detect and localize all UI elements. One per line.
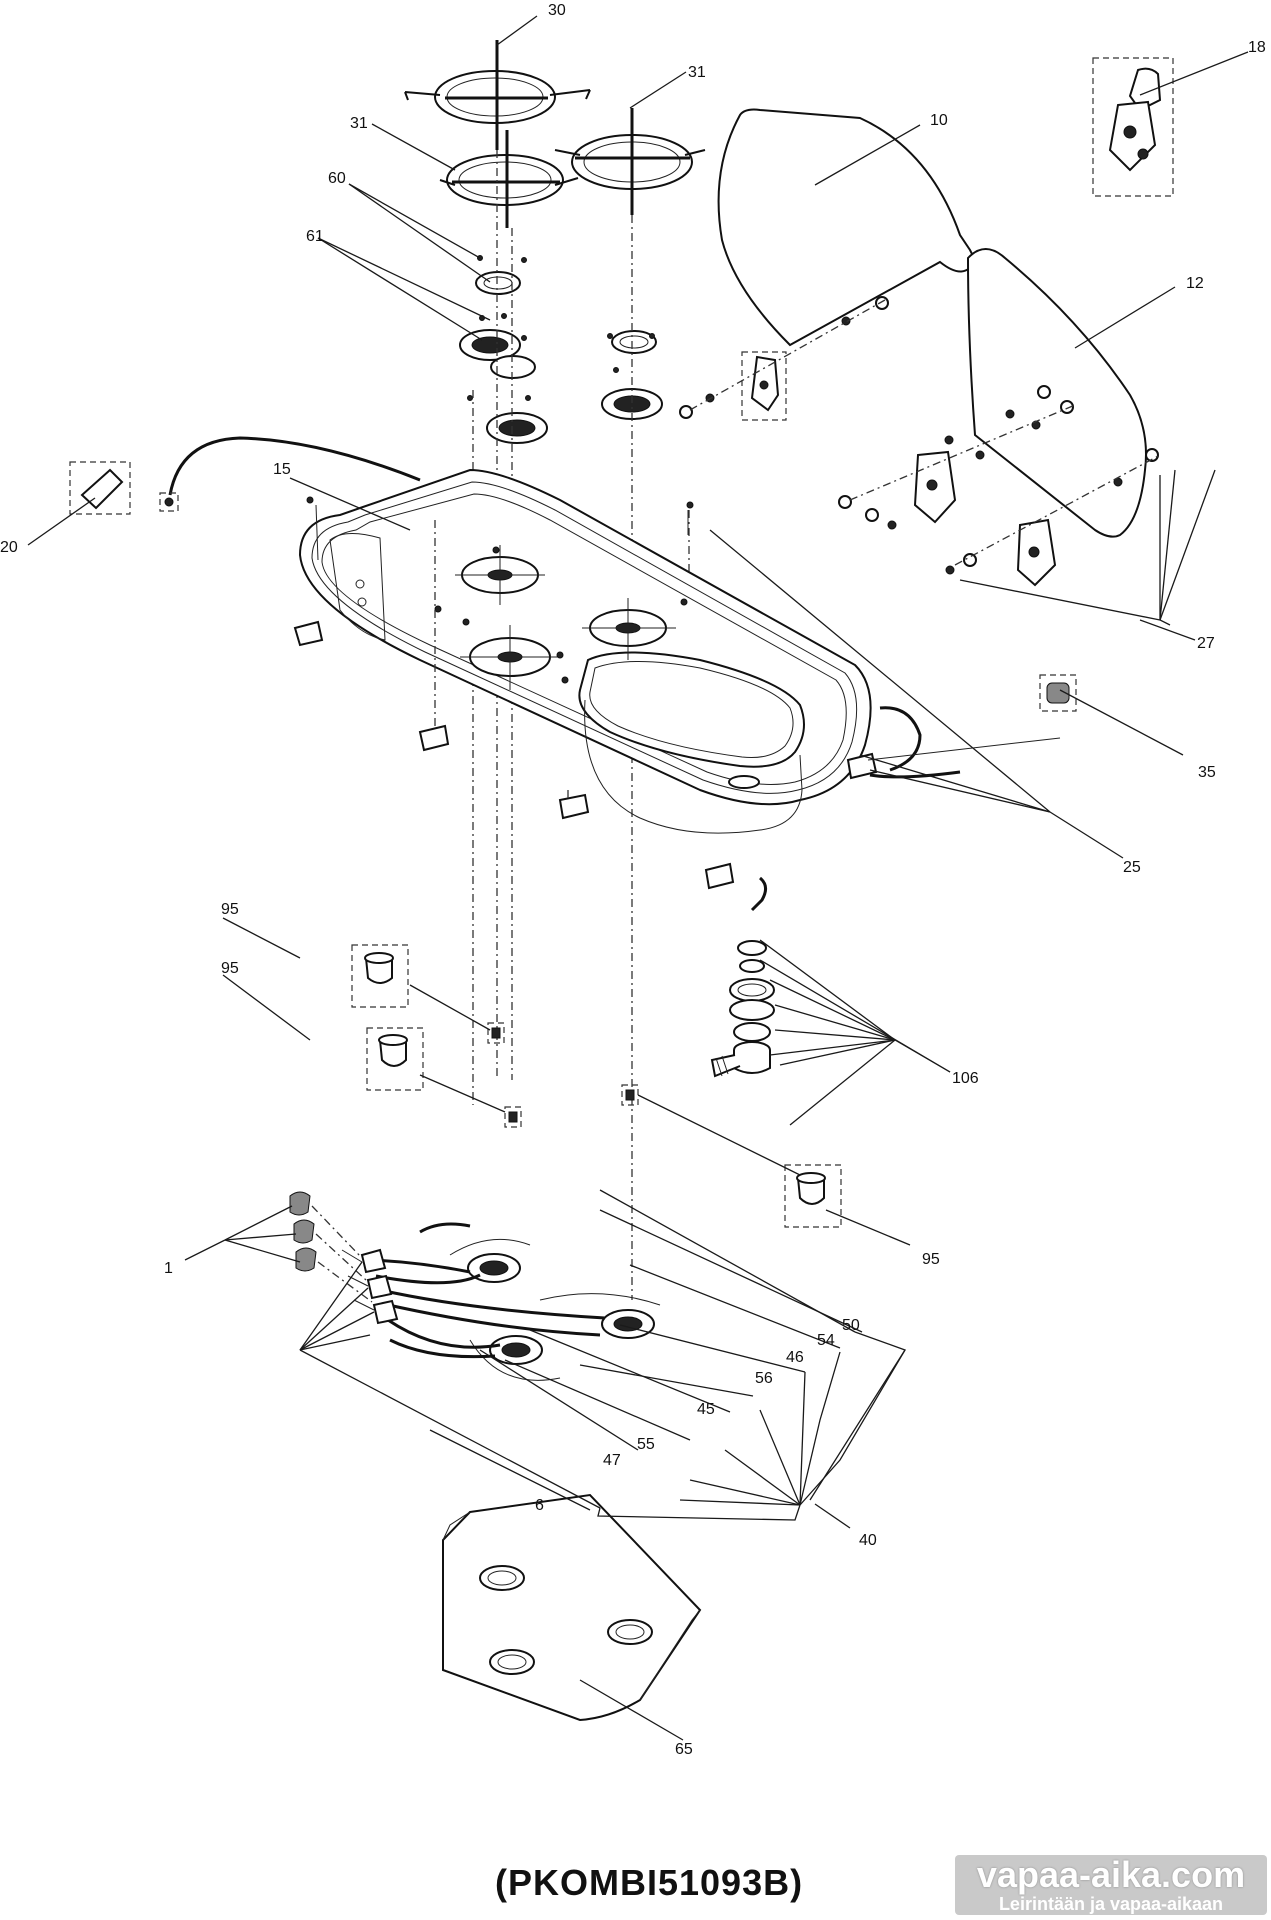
callout-35: 35 — [1198, 764, 1216, 781]
burner-screws — [467, 255, 655, 401]
lid-hinge-left — [741, 351, 787, 421]
injector-small-markers — [487, 1022, 639, 1128]
leader-lines — [27, 15, 1249, 1741]
hob-sink-unit-15 — [298, 468, 872, 834]
injector-95-b — [366, 1027, 424, 1091]
callout-6: 6 — [535, 1497, 544, 1514]
callout-95-c: 95 — [922, 1251, 940, 1268]
burner-cap-60 — [475, 271, 521, 295]
callout-47: 47 — [603, 1452, 621, 1469]
burner-crown-right — [601, 330, 663, 420]
pan-support-31-right — [554, 108, 706, 215]
callout-106: 106 — [952, 1070, 979, 1087]
glass-lid-12 — [966, 248, 1147, 538]
heat-shield-65 — [442, 1493, 702, 1722]
glass-lid-10 — [717, 108, 977, 347]
lid-hinge-18 — [1092, 57, 1174, 197]
callout-95-b: 95 — [221, 960, 239, 977]
lid-hinges-lower — [913, 450, 1057, 587]
watermark-name: vapaa-aika.com — [976, 1854, 1246, 1895]
pan-support-30 — [404, 40, 591, 150]
callout-54: 54 — [817, 1332, 835, 1349]
watermark-logo: vapaa-aika.com Leirintään ja vapaa-aikaa… — [955, 1855, 1267, 1915]
drain-hose-25 — [867, 706, 1061, 779]
callout-15: 15 — [273, 461, 291, 478]
callout-20: 20 — [0, 539, 18, 556]
burner-base-assembly — [341, 1222, 661, 1381]
burner-crown-61 — [459, 329, 548, 444]
diagram-code: (PKOMBI51093B) — [495, 1862, 804, 1903]
callout-95-a: 95 — [221, 901, 239, 918]
injector-95-a — [351, 944, 409, 1008]
callout-50: 50 — [842, 1317, 860, 1334]
callout-27: 27 — [1197, 635, 1215, 652]
watermark-tagline: Leirintään ja vapaa-aikaan — [998, 1894, 1224, 1914]
callout-18: 18 — [1248, 39, 1266, 56]
callout-61: 61 — [306, 228, 324, 245]
hob-burner-positions — [455, 545, 676, 690]
callout-46: 46 — [786, 1349, 804, 1366]
callout-65: 65 — [675, 1741, 693, 1758]
callout-30: 30 — [548, 2, 566, 19]
callout-labels: 30 31 31 60 61 15 20 10 18 12 27 35 25 9… — [0, 2, 1266, 1758]
control-knobs-1 — [289, 1191, 373, 1303]
callout-60: 60 — [328, 170, 346, 187]
lid-washers — [679, 296, 1161, 575]
callout-31-left: 31 — [350, 115, 368, 132]
cap-35 — [1039, 674, 1077, 712]
callout-56: 56 — [755, 1370, 773, 1387]
callout-40: 40 — [859, 1532, 877, 1549]
callout-12: 12 — [1186, 275, 1204, 292]
callout-55: 55 — [637, 1436, 655, 1453]
pan-support-31-left — [439, 130, 579, 228]
callout-10: 10 — [930, 112, 948, 129]
injector-95-c — [784, 1164, 842, 1228]
callout-45: 45 — [697, 1401, 715, 1418]
gas-hose-20 — [69, 436, 421, 515]
callout-1: 1 — [164, 1260, 173, 1277]
callout-31-right: 31 — [688, 64, 706, 81]
callout-25: 25 — [1123, 859, 1141, 876]
drain-assembly-106 — [710, 876, 775, 1078]
